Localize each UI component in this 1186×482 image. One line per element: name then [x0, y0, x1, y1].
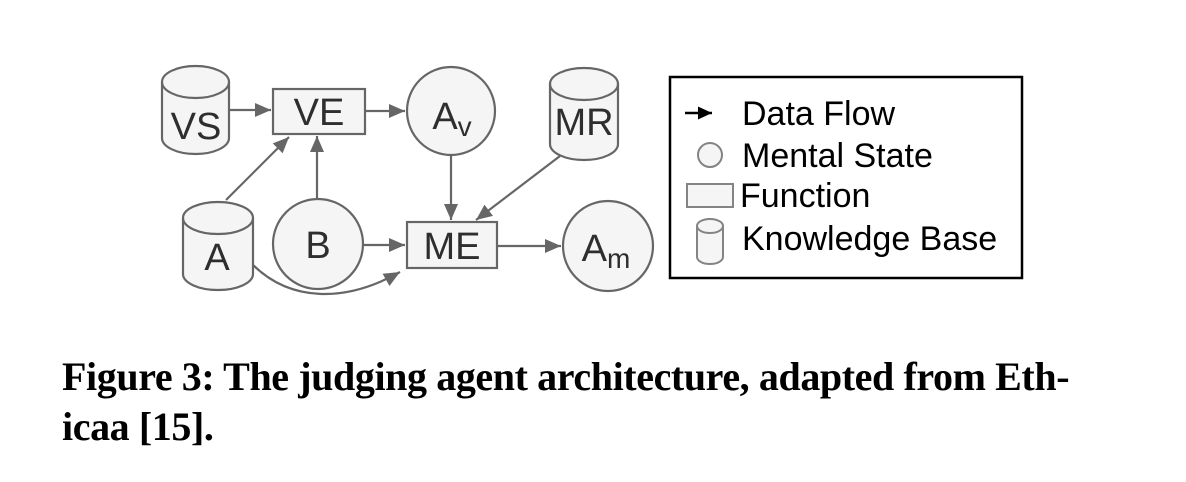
- node-b-mental-state: B: [271, 197, 365, 291]
- node-mr-knowledge-base: MR: [548, 66, 620, 162]
- cylinder-icon: [696, 218, 724, 265]
- node-am-mental-state: Am: [561, 199, 655, 293]
- node-me-label: ME: [424, 226, 481, 268]
- node-am-label: Am: [582, 228, 631, 274]
- architecture-diagram: VS VE Av MR A B: [160, 64, 1024, 295]
- cylinder-rim: [696, 225, 724, 234]
- rectangle-icon: [271, 87, 367, 136]
- legend-item-data-flow: Data Flow: [685, 95, 895, 133]
- node-a-knowledge-base: A: [181, 200, 255, 292]
- node-vs-knowledge-base: VS: [160, 64, 231, 156]
- cylinder-rim: [548, 83, 620, 102]
- figure-caption-line1: Figure 3: The judging agent architecture…: [62, 354, 1070, 399]
- figure-caption-line2: icaa [15].: [62, 404, 214, 449]
- circle-icon: [561, 199, 655, 293]
- cylinder-rim: [181, 217, 255, 236]
- node-mr-label: MR: [554, 102, 613, 144]
- legend-label-data-flow: Data Flow: [742, 95, 895, 133]
- node-ve-label: VE: [294, 92, 345, 134]
- node-am-subscript: m: [607, 243, 630, 274]
- legend-item-function: Function: [686, 177, 870, 215]
- circle-icon: [405, 65, 497, 157]
- legend-label-mental-state: Mental State: [742, 137, 933, 175]
- figure-caption: Figure 3: The judging agent architecture…: [62, 352, 1172, 452]
- node-av-label: Av: [432, 96, 471, 142]
- node-am-base: A: [582, 228, 608, 270]
- circle-icon: [697, 142, 723, 168]
- node-me-function: ME: [405, 220, 499, 270]
- edge-a-to-me-curved: [251, 263, 401, 295]
- node-av-subscript: v: [458, 111, 472, 142]
- edge-a-to-ve: [225, 136, 290, 201]
- edge-mr-to-me: [475, 155, 561, 221]
- cylinder-rim: [160, 81, 231, 100]
- rectangle-icon: [686, 183, 734, 208]
- legend-label-function: Function: [740, 177, 870, 215]
- legend-box: [668, 75, 1024, 280]
- legend-label-knowledge-base: Knowledge Base: [742, 220, 997, 258]
- legend-item-mental-state: Mental State: [697, 137, 933, 175]
- cylinder-icon: [548, 66, 620, 162]
- node-av-base: A: [432, 96, 458, 138]
- cylinder-icon: [181, 200, 255, 292]
- node-ve-function: VE: [271, 87, 367, 136]
- node-a-label: A: [204, 237, 230, 279]
- cylinder-icon: [160, 64, 231, 156]
- circle-icon: [271, 197, 365, 291]
- node-av-mental-state: Av: [405, 65, 497, 157]
- node-vs-label: VS: [171, 106, 222, 148]
- rectangle-icon: [405, 220, 499, 270]
- node-b-label: B: [305, 225, 330, 267]
- legend-item-knowledge-base: Knowledge Base: [696, 218, 997, 265]
- legend: Data Flow Mental State Function Knowledg…: [668, 75, 1024, 280]
